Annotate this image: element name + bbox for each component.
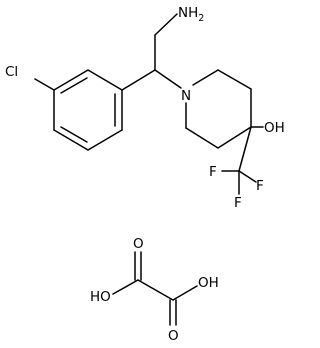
bond-ar-double-2	[60, 126, 88, 143]
bond-ar-5	[87, 129, 123, 151]
label-oxalic-hydroxyl-right: OH	[198, 275, 219, 291]
bond-c2-c3	[217, 69, 252, 90]
bond-ar-4	[53, 129, 89, 151]
label-oxalic-oxygen-bottom: O	[168, 328, 179, 344]
label-hydroxyl: OH	[264, 120, 285, 136]
bond-c5-c6	[185, 127, 219, 149]
bond-ch2-nh2	[154, 13, 178, 36]
label-fluorine-1: F	[209, 164, 217, 180]
bond-c4-c5	[217, 126, 252, 149]
label-ring-nitrogen: N	[181, 88, 191, 104]
bond-oxalic-c1-ho	[112, 279, 139, 295]
bond-oxalic-c1-c2	[137, 279, 174, 301]
label-amine-subscript: 2	[198, 13, 204, 24]
oxalic-acid-bonds	[112, 251, 198, 326]
bond-n-c2	[192, 69, 219, 86]
bond-ar-cl	[34, 78, 55, 91]
bond-ar-double-1	[60, 77, 88, 94]
bond-ar-2	[53, 69, 89, 91]
label-fluorine-3: F	[234, 195, 242, 211]
label-amine-main: NH	[178, 5, 198, 21]
bond-ch-n	[154, 69, 182, 89]
bond-c4-cf3	[238, 126, 252, 172]
main-molecule-bonds	[34, 13, 264, 195]
label-amine: NH2	[178, 5, 204, 24]
label-chlorine: Cl	[5, 64, 18, 80]
bond-ar-1	[87, 69, 123, 91]
label-oxalic-oxygen-top: O	[133, 236, 144, 252]
bond-cf3-f2	[238, 170, 257, 183]
label-fluorine-2: F	[256, 178, 264, 194]
atom-labels: NH2 Cl N OH F F F O O HO OH	[5, 5, 285, 344]
bond-oxalic-c2-oh	[172, 285, 198, 301]
label-oxalic-hydroxyl-left: HO	[90, 289, 111, 305]
bond-ch-phenyl	[121, 69, 156, 91]
